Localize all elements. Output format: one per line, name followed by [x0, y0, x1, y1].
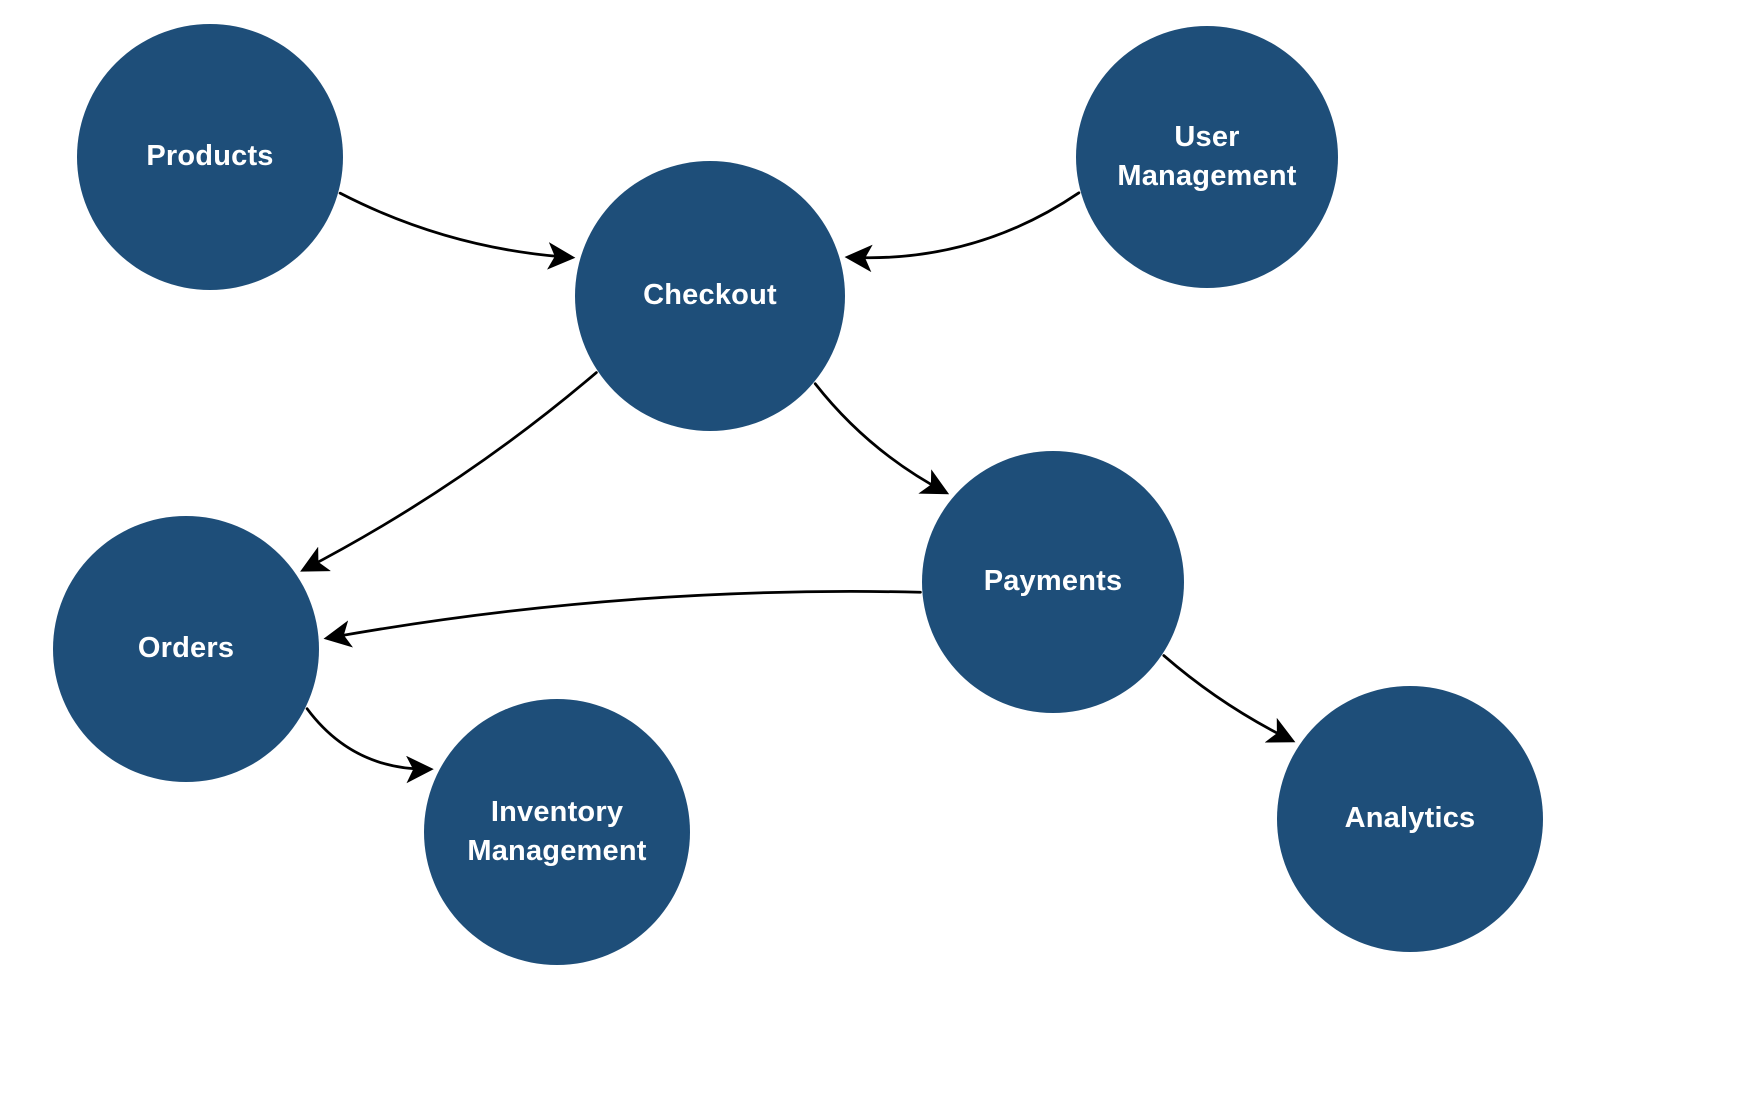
- edge-payments-to-orders: [323, 590, 922, 648]
- node-label: Checkout: [643, 279, 777, 312]
- node-analytics[interactable]: Analytics: [1277, 686, 1543, 952]
- node-label: User Management: [1117, 120, 1297, 192]
- node-payments[interactable]: Payments: [922, 451, 1184, 713]
- node-orders[interactable]: Orders: [53, 516, 319, 782]
- node-label: Payments: [983, 565, 1123, 598]
- node-label: Inventory Management: [467, 795, 647, 867]
- node-user-management[interactable]: User Management: [1076, 26, 1338, 288]
- edge-user-management-to-checkout: [844, 191, 1081, 273]
- node-label: Analytics: [1344, 802, 1476, 835]
- node-label: Products: [146, 140, 274, 173]
- node-inventory-management[interactable]: Inventory Management: [424, 699, 690, 965]
- node-products[interactable]: Products: [77, 24, 343, 290]
- node-label: Orders: [137, 632, 235, 665]
- edge-products-to-checkout: [338, 191, 576, 270]
- edge-checkout-to-orders: [300, 371, 598, 572]
- node-checkout[interactable]: Checkout: [575, 161, 845, 431]
- edge-payments-to-analytics: [1162, 654, 1296, 743]
- edge-checkout-to-payments: [813, 382, 950, 495]
- edge-orders-to-inventory-management: [305, 707, 434, 784]
